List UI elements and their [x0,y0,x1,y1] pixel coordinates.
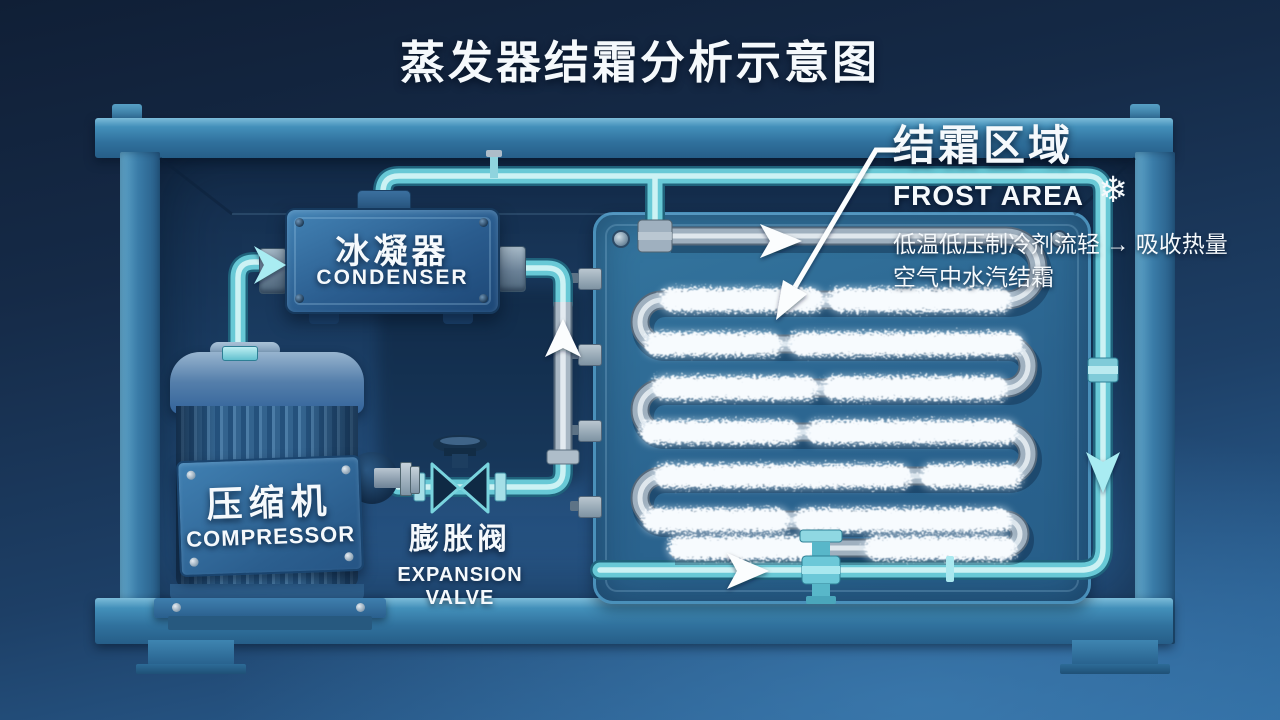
panel-mount-pin [570,349,579,359]
panel-mount-pin [570,425,579,435]
frost-pointer-arrowhead [776,280,807,320]
frost-note-line1: 低温低压制冷剂流轻 → 吸收热量 [893,231,1228,257]
panel-mount-pin [570,273,579,283]
condenser-bolt [295,218,304,227]
valve-coupling-right [494,472,507,502]
valve-bowtie-right [459,462,490,514]
flow-arrow-right-coil-inlet [760,224,802,258]
riser-coupling [546,449,580,465]
coil-inlet-coupling-band [638,232,672,240]
condenser-bolt [479,294,488,303]
snowflake-icon: ❄ [1097,169,1129,210]
frost-pointer-line [792,147,900,289]
condenser-foot [309,312,339,324]
panel-screw [1050,230,1068,248]
condenser-bolt [295,294,304,303]
refrigerant-pipes [228,166,1113,580]
frost-area-annotation: 结霜区域 FROST AREA ❄ 低温低压制冷剂流轻 → 吸收热量 空气中水汽结… [893,122,1273,294]
expansion-valve-label: 膨胀阀 EXPANSION VALVE [360,514,560,610]
compressor-base-bolt [172,603,181,612]
compressor-dome [170,352,364,414]
frame-top-beam [95,118,1173,158]
condenser-foot [443,312,473,324]
valve-stem [452,454,468,468]
compressor-pipe-collar [222,346,258,361]
valve-label-zh: 膨胀阀 [409,523,511,556]
pipe-couplings [637,219,1119,604]
frame-foot-left-flange [136,664,246,674]
right-pipe-coupling-band [1088,366,1118,374]
valve-label-en: EXPANSION VALVE [397,564,523,609]
bottom-pipe-tick [946,556,954,582]
panel-mount-pin [570,501,579,511]
frame-foot-right [1072,640,1158,666]
frame-right-post [1135,152,1175,644]
coil-outlet-fitting [799,529,843,604]
frame-foot-left [148,640,234,666]
condenser-bolt [479,218,488,227]
condenser-body [285,208,500,314]
frame-left-post [120,152,160,644]
frost-note-line2: 空气中水汽结霜 [893,264,1054,290]
panel-screw [612,230,630,248]
condenser-label-en: CONDENSER [316,266,469,289]
condenser-label-zh: 冰凝器 [335,233,450,271]
compressor-shaft [374,468,404,488]
frost-area-label-en: FROST AREA [893,180,1084,211]
valve-handle-highlight [440,437,480,445]
flow-arrow-down-right-pipe [1086,452,1120,493]
flow-arrow-up-riser [545,319,581,357]
top-rail-fitting [486,150,502,157]
frame-top-tab-left [112,104,142,120]
compressor-pedestal [168,616,372,630]
compressor: 压缩机 COMPRESSOR [150,340,420,630]
compressor-base-bolt [356,603,365,612]
frame-top-tab-right [1130,104,1160,120]
shaft-coupling-ring [410,466,420,494]
valve-handle-base [444,448,476,456]
diagram-title: 蒸发器结霜分析示意图 [399,37,880,88]
frame-foot-right-flange [1060,664,1170,674]
frost-layer [638,286,1026,562]
flow-arrow-right-bottom-line [727,553,769,589]
frost-area-label-zh: 结霜区域 [893,122,1074,169]
flow-arrow-into-condenser [254,246,286,284]
valve-bowtie-left [430,462,461,514]
top-rail-fitting-pin [490,154,498,178]
compressor-skirt [170,584,364,602]
expansion-valve [413,435,507,514]
compressor-base-plate [154,598,386,618]
